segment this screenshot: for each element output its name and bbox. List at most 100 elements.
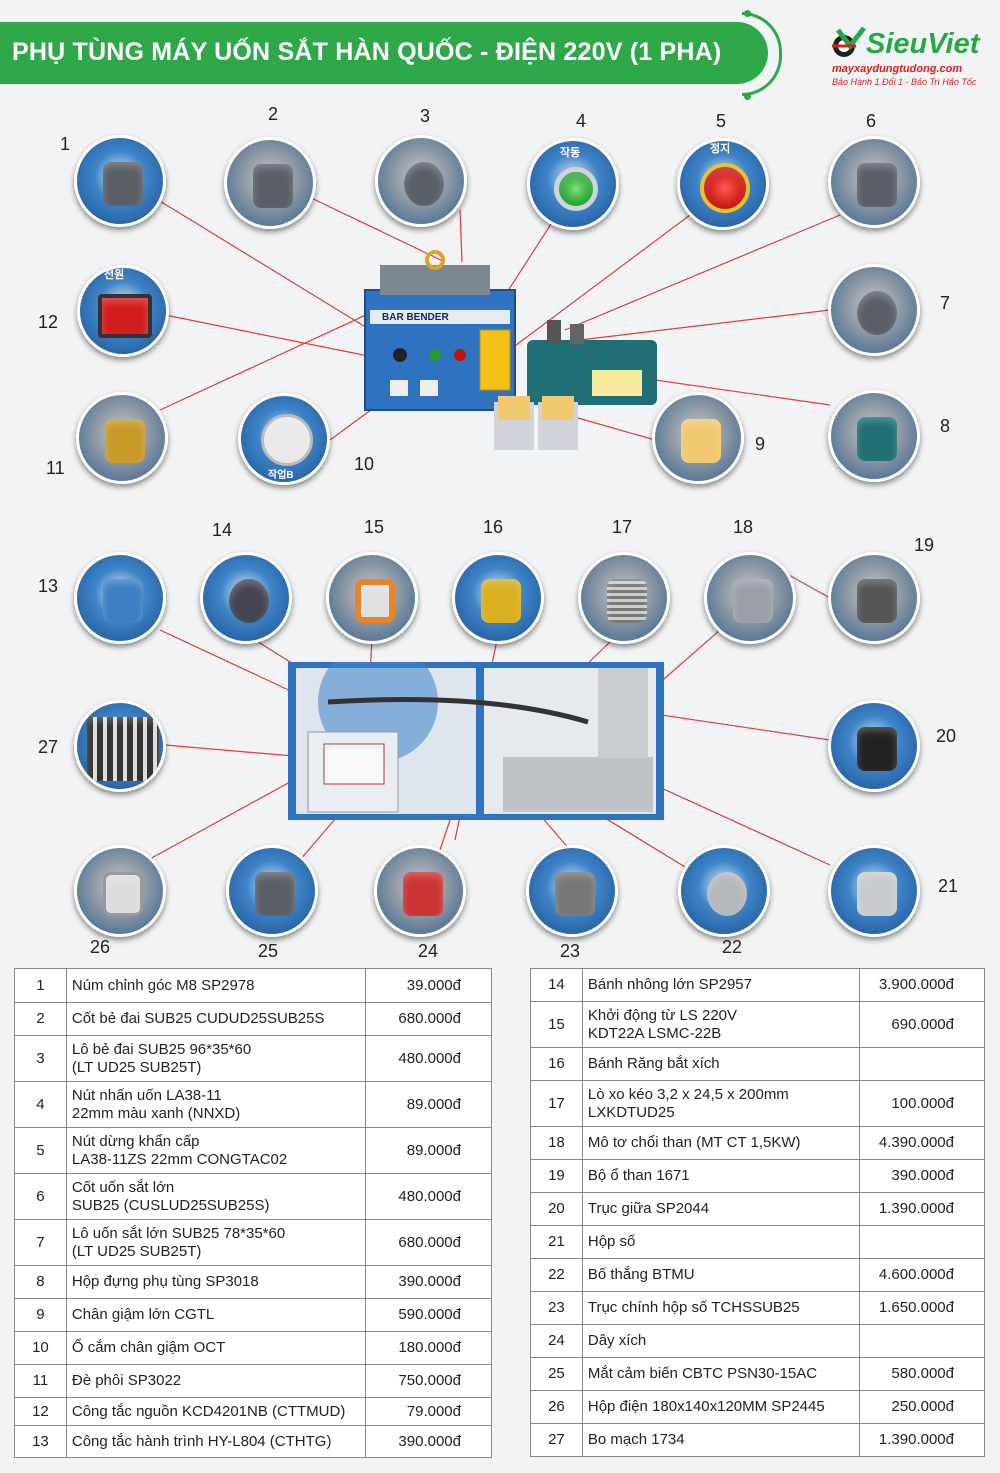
part-price-cell: 580.000đ xyxy=(859,1357,985,1391)
bar-bender-machine-image xyxy=(364,250,516,411)
callout-number: 13 xyxy=(38,576,59,596)
middle-shaft-part-image xyxy=(828,700,920,792)
part-name-cell: Bo mạch 1734 xyxy=(581,1423,861,1457)
banner-dot-decoration xyxy=(744,10,751,17)
part-name-cell: Cốt bẻ đai SUB25 CUDUD25SUB25S xyxy=(65,1002,367,1036)
circuit-board-part-image xyxy=(74,700,166,792)
large-bend-roller-part-image xyxy=(828,264,920,356)
callout-number: 24 xyxy=(418,941,439,961)
part-number-cell: 16 xyxy=(530,1047,583,1081)
stirrup-pin-part-image xyxy=(224,137,316,229)
part-price-cell: 1.650.000đ xyxy=(859,1291,985,1325)
part-number-cell: 9 xyxy=(14,1298,67,1332)
stirrup-roller-part-image xyxy=(375,135,467,227)
green-button-label: 작동 xyxy=(560,147,581,159)
part-name-cell: Hộp số xyxy=(581,1225,861,1259)
callout-number: 19 xyxy=(914,535,935,555)
pedal-outlet-part-image xyxy=(238,393,330,485)
header-banner: PHỤ TÙNG MÁY UỐN SẮT HÀN QUỐC - ĐIỆN 220… xyxy=(0,22,768,84)
brand-name: SieuViet xyxy=(866,28,980,60)
power-switch-part-image xyxy=(77,265,169,357)
part-price-cell: 390.000đ xyxy=(365,1425,492,1458)
large-bend-pin-part-image xyxy=(828,136,920,228)
part-name-cell: Hộp điện 180x140x120MM SP2445 xyxy=(581,1390,861,1424)
part-number-cell: 19 xyxy=(530,1159,583,1193)
part-name-cell: Ổ cắm chân giậm OCT xyxy=(65,1331,367,1365)
part-name-cell: Bố thắng BTMU xyxy=(581,1258,861,1292)
part-number-cell: 2 xyxy=(14,1002,67,1036)
part-price-cell xyxy=(859,1324,985,1358)
part-price-cell: 680.000đ xyxy=(365,1219,492,1266)
work-clamp-part-image xyxy=(76,392,168,484)
callout-number: 15 xyxy=(364,517,385,537)
part-price-cell: 100.000đ xyxy=(859,1080,985,1127)
spare-parts-box-part-image xyxy=(828,390,920,482)
part-name-cell: Mắt cảm biến CBTC PSN30-15AC xyxy=(581,1357,861,1391)
callout-number: 6 xyxy=(866,111,877,131)
part-price-cell: 89.000đ xyxy=(365,1127,492,1174)
page-title: PHỤ TÙNG MÁY UỐN SẮT HÀN QUỐC - ĐIỆN 220… xyxy=(12,38,722,66)
angle-knob-part-image xyxy=(74,135,166,227)
part-number-cell: 22 xyxy=(530,1258,583,1292)
power-switch-label: 전원 xyxy=(104,269,125,281)
part-name-cell: Bánh Răng bắt xích xyxy=(581,1047,861,1081)
part-number-cell: 23 xyxy=(530,1291,583,1325)
part-number-cell: 20 xyxy=(530,1192,583,1226)
callout-number: 16 xyxy=(483,517,504,537)
chain-part-image xyxy=(374,845,466,937)
part-number-cell: 17 xyxy=(530,1080,583,1127)
part-price-cell: 89.000đ xyxy=(365,1081,492,1128)
part-price-cell: 4.600.000đ xyxy=(859,1258,985,1292)
machine-interior-image xyxy=(288,662,664,820)
part-number-cell: 18 xyxy=(530,1126,583,1160)
callout-number: 11 xyxy=(46,458,65,478)
brand-logo: SieuViet mayxaydungtudong.com Bảo Hành 1… xyxy=(830,22,990,92)
brake-part-image xyxy=(678,845,770,937)
callout-number: 7 xyxy=(940,293,951,313)
large-sprocket-part-image xyxy=(200,552,292,644)
part-number-cell: 1 xyxy=(14,968,67,1003)
part-price-cell: 79.000đ xyxy=(365,1397,492,1426)
part-number-cell: 5 xyxy=(14,1127,67,1174)
proximity-sensor-part-image xyxy=(226,845,318,937)
brand-tagline: Bảo Hành 1 Đổi 1 - Bảo Trì Hảo Tốc xyxy=(832,77,977,87)
part-price-cell: 480.000đ xyxy=(365,1173,492,1220)
callout-number: 3 xyxy=(420,106,431,126)
contactor-part-image xyxy=(326,552,418,644)
part-price-cell: 1.390.000đ xyxy=(859,1423,985,1457)
part-price-cell: 4.390.000đ xyxy=(859,1126,985,1160)
part-price-cell: 590.000đ xyxy=(365,1298,492,1332)
callout-number: 23 xyxy=(560,941,581,961)
callout-number: 12 xyxy=(38,312,59,332)
part-number-cell: 24 xyxy=(530,1324,583,1358)
part-number-cell: 10 xyxy=(14,1331,67,1365)
part-name-cell: Công tắc nguồn KCD4201NB (CTTMUD) xyxy=(65,1397,367,1426)
part-number-cell: 13 xyxy=(14,1425,67,1458)
part-number-cell: 26 xyxy=(530,1390,583,1424)
part-name-cell: Núm chỉnh góc M8 SP2978 xyxy=(65,968,367,1003)
part-name-cell: Trục giữa SP2044 xyxy=(581,1192,861,1226)
part-name-cell: Hộp đựng phụ tùng SP3018 xyxy=(65,1265,367,1299)
part-price-cell xyxy=(859,1225,985,1259)
